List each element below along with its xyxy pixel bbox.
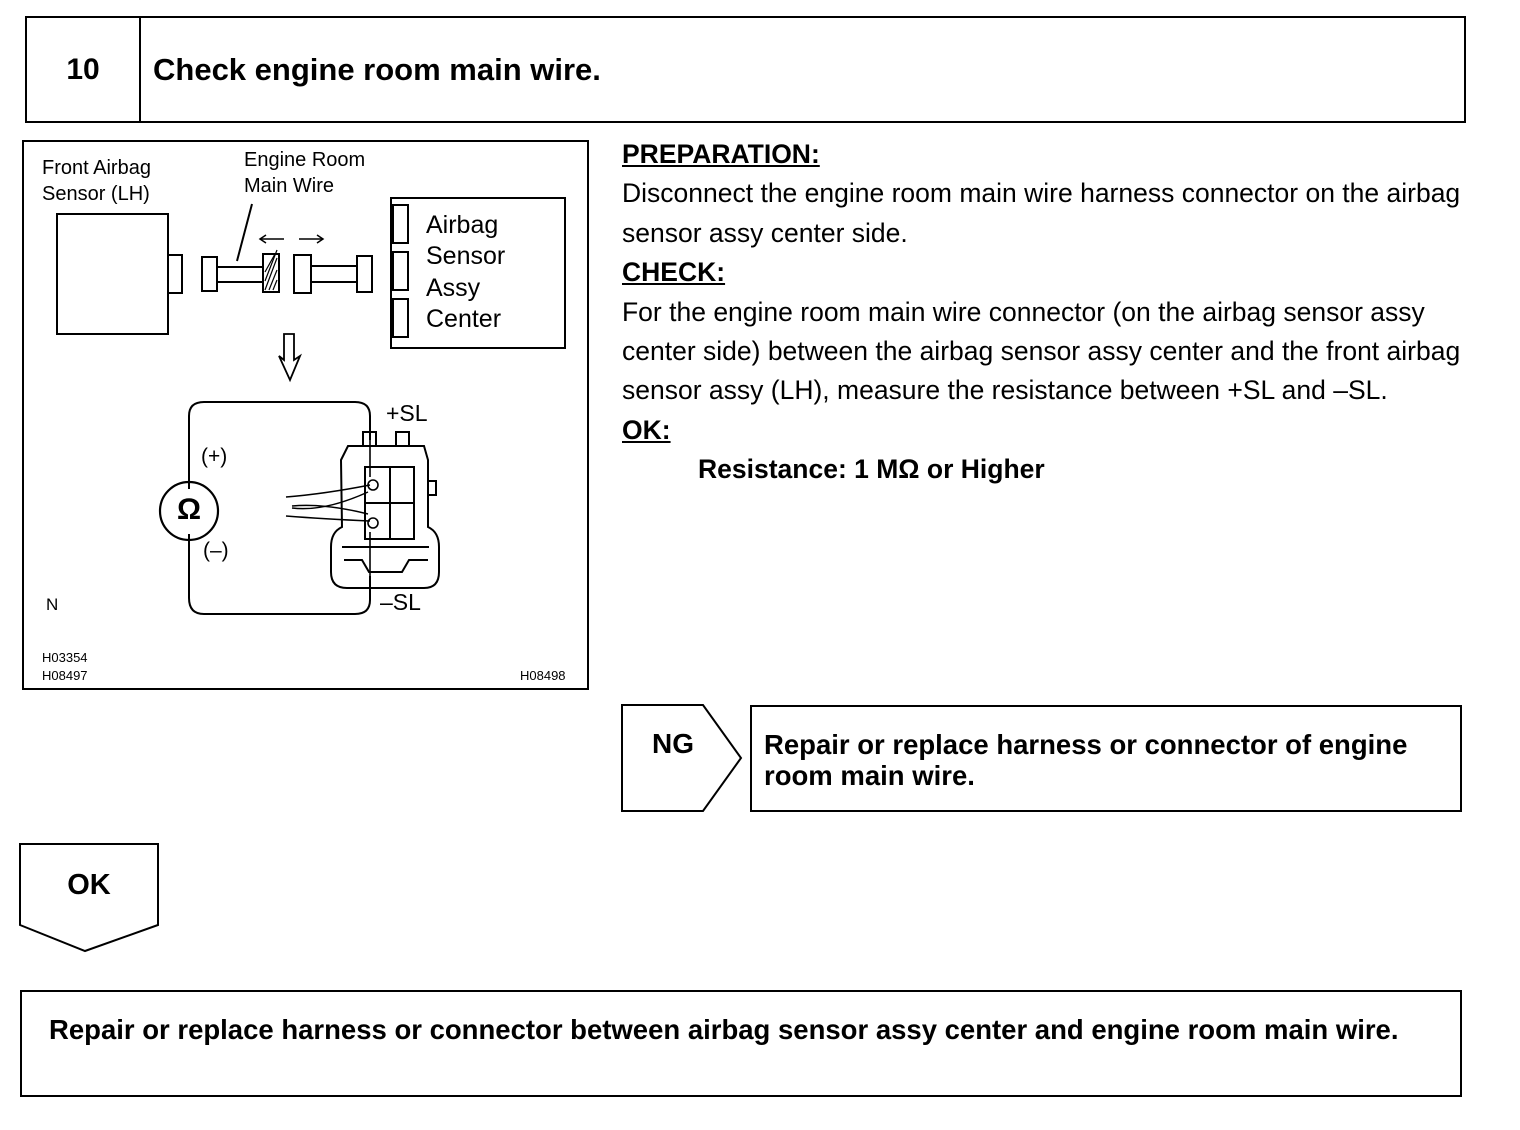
ng-label: NG <box>652 728 694 759</box>
step-number: 10 <box>27 18 141 121</box>
disconnected-connector <box>262 253 280 293</box>
airbag-sensor-center-box <box>390 197 566 349</box>
airbag-center-label-line1: Airbag <box>426 211 499 239</box>
airbag-center-label-line3: Assy <box>426 274 481 302</box>
wire-right-plug <box>293 254 312 294</box>
check-text: For the engine room main wire connector … <box>622 296 1461 406</box>
ok-arrow-tag <box>19 843 159 953</box>
preparation-text: Disconnect the engine room main wire har… <box>622 178 1461 248</box>
minus-terminal-label: (–) <box>203 539 229 562</box>
ohmmeter-icon <box>158 480 220 542</box>
ok-label: OK <box>67 868 111 901</box>
front-sensor-connector <box>167 254 183 294</box>
airbag-center-label-line2: Sensor <box>426 242 506 270</box>
front-airbag-label-line2: Sensor (LH) <box>42 183 150 205</box>
wire-left-plug <box>201 256 218 292</box>
engine-room-label-line2: Main Wire <box>244 175 335 197</box>
ng-arrow-tag <box>621 704 743 812</box>
figure-code-1: H03354 <box>42 650 88 665</box>
figure-code-2: H08497 <box>42 668 88 683</box>
down-arrow-icon <box>278 333 302 383</box>
n-mark: N <box>46 595 59 614</box>
front-airbag-sensor-box <box>56 213 169 335</box>
wire-center-plug <box>356 255 373 293</box>
figure-code-3: H08498 <box>520 668 566 683</box>
ok-action-box: Repair or replace harness or connector b… <box>20 990 1462 1097</box>
ok-heading: OK: <box>622 414 671 445</box>
step-header: 10 Check engine room main wire. <box>25 16 1466 123</box>
check-heading: CHECK: <box>622 257 726 288</box>
plus-sl-label: +SL <box>386 400 428 426</box>
preparation-heading: PREPARATION: <box>622 139 820 169</box>
engine-room-label-line1: Engine Room <box>244 149 366 171</box>
step-title: Check engine room main wire. <box>153 51 601 87</box>
airbag-center-label-line4: Center <box>426 305 502 333</box>
front-airbag-label-line1: Front Airbag <box>42 157 151 179</box>
wiring-illustration: Front Airbag Sensor (LH) Engine Room Mai… <box>22 140 589 690</box>
ng-action-box: Repair or replace harness or connector o… <box>750 705 1462 812</box>
ohm-symbol: Ω <box>176 493 202 526</box>
minus-sl-label: –SL <box>380 589 421 615</box>
ok-spec: Resistance: 1 MΩ or Higher <box>698 454 1045 485</box>
plus-terminal-label: (+) <box>201 445 228 468</box>
instructions: PREPARATION: Disconnect the engine room … <box>622 135 1468 490</box>
illustration-drawing <box>56 197 566 615</box>
